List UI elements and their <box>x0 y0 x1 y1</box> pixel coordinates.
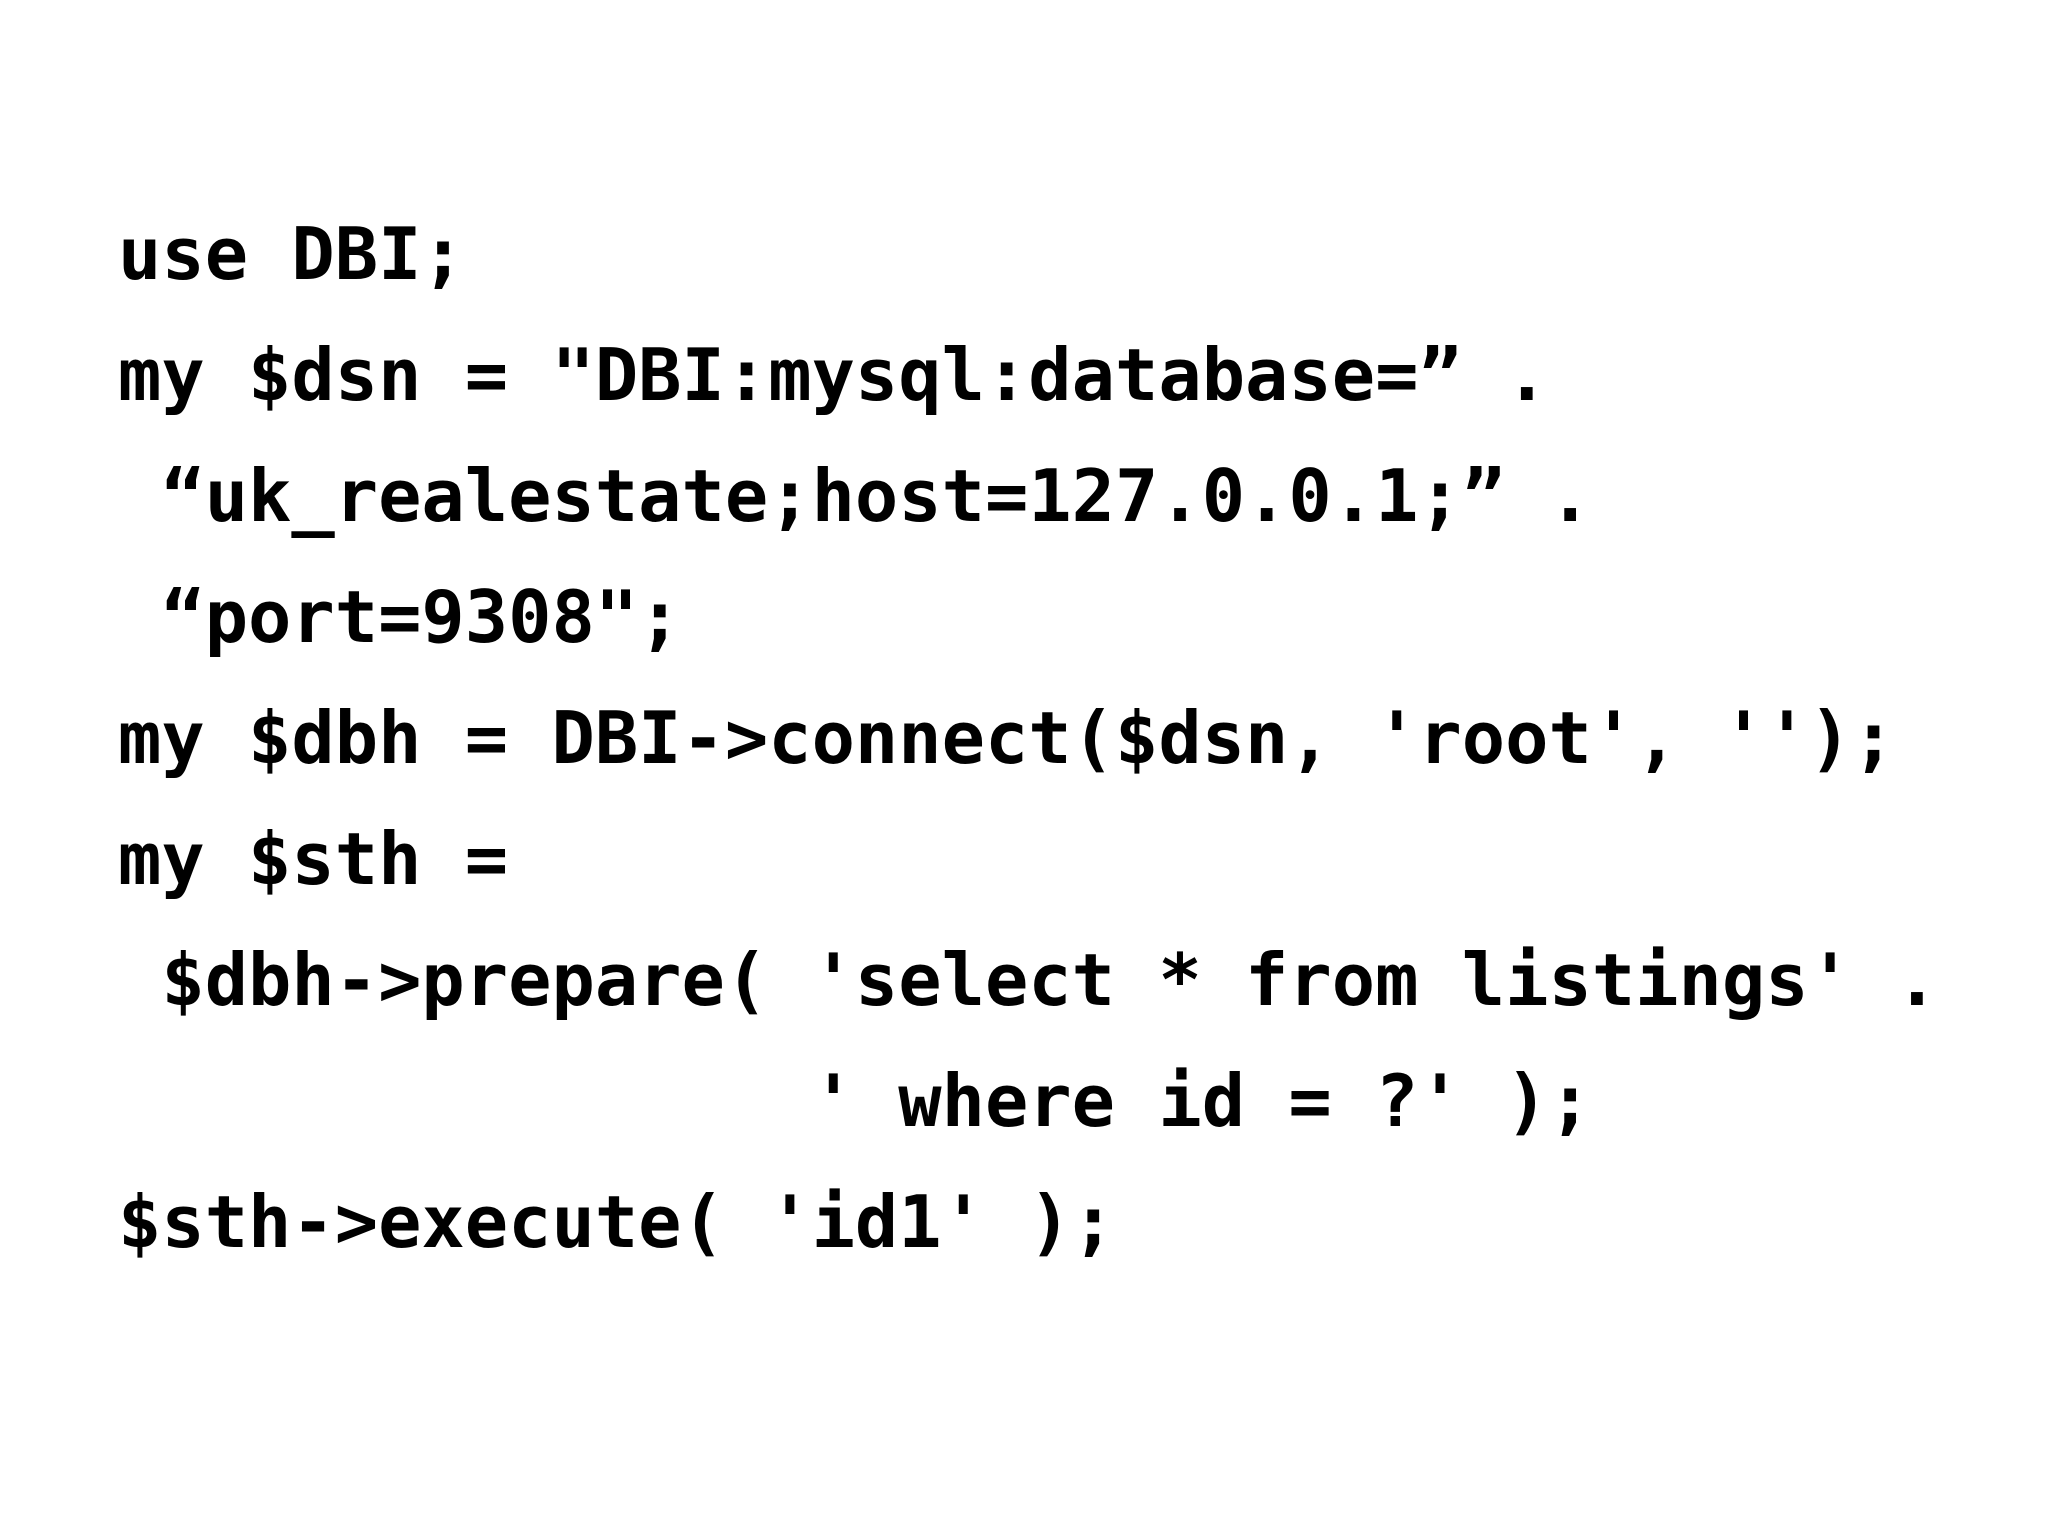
code-line-use-dbi: use DBI; <box>118 212 465 296</box>
code-line-prepare: $dbh->prepare( 'select * from listings' … <box>118 938 1939 1022</box>
code-line-where: ' where id = ?' ); <box>118 1059 1592 1143</box>
code-line-execute: $sth->execute( 'id1' ); <box>118 1180 1115 1264</box>
code-line-connect: my $dbh = DBI->connect($dsn, 'root', '')… <box>118 696 1896 780</box>
code-line-dsn-host: “uk_realestate;host=127.0.0.1;” . <box>118 454 1592 538</box>
code-line-sth: my $sth = <box>118 817 509 901</box>
code-line-dsn-port: “port=9308"; <box>118 575 682 659</box>
code-line-dsn: my $dsn = "DBI:mysql:database=” . <box>118 333 1549 417</box>
code-block: use DBI; my $dsn = "DBI:mysql:database=”… <box>118 194 1939 1283</box>
